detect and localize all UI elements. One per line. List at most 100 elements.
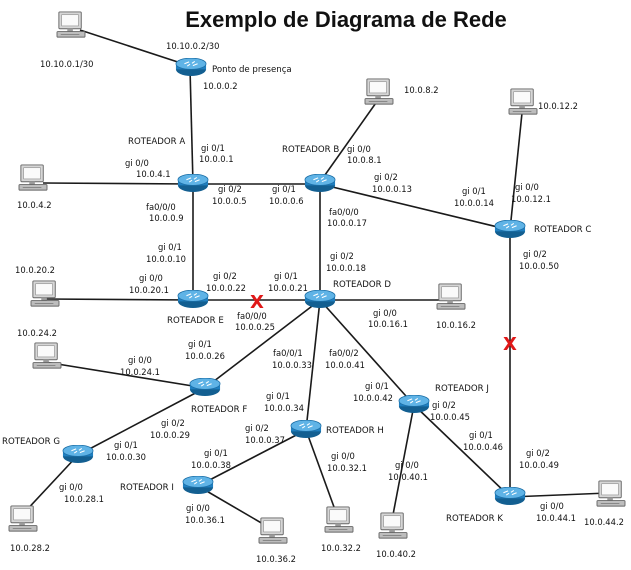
c-gi02-ip: 10.0.0.50 (519, 261, 559, 271)
f-gi00: gi 0/0 (128, 355, 152, 365)
i-gi01-ip: 10.0.0.38 (191, 460, 231, 470)
a-gi01: gi 0/1 (201, 143, 225, 153)
router-h-name: ROTEADOR H (326, 426, 384, 436)
e-gi01: gi 0/1 (158, 242, 182, 252)
h-gi01: gi 0/1 (266, 391, 290, 401)
pc-a-ip: 10.0.4.2 (17, 200, 52, 210)
k-gi00-ip: 10.0.44.1 (536, 513, 576, 523)
j-gi02-ip: 10.0.0.45 (430, 412, 470, 422)
interface-labels: 10.10.0.2/30 10.0.0.2 gi 0/1 10.0.0.1 gi… (59, 41, 576, 525)
router-pp-icon (175, 58, 207, 77)
g-gi00-ip: 10.0.28.1 (64, 494, 104, 504)
pc-b-icon (364, 78, 394, 105)
router-d-icon (304, 290, 336, 309)
link-d-h (305, 299, 321, 431)
link-b-c (319, 183, 511, 231)
pc-j-ip: 10.0.40.2 (376, 549, 416, 559)
k-gi00: gi 0/0 (540, 501, 564, 511)
d-gi02: gi 0/2 (330, 251, 354, 261)
pc-f-icon (32, 342, 62, 369)
router-j-name: ROTEADOR J (435, 384, 489, 394)
k-gi02: gi 0/2 (526, 448, 550, 458)
j-gi00-ip: 10.0.40.1 (388, 472, 428, 482)
router-i-name: ROTEADOR I (120, 483, 174, 493)
h-gi01-ip: 10.0.0.34 (264, 403, 304, 413)
e-fa: fa0/0/0 (237, 311, 267, 321)
a-fa: fa0/0/0 (146, 202, 176, 212)
e-fa-ip: 10.0.0.25 (235, 322, 275, 332)
failure-mark-e-d: X (250, 292, 264, 313)
router-k-name: ROTEADOR K (446, 514, 503, 524)
link-j-k (413, 404, 511, 498)
router-f-name: ROTEADOR F (191, 405, 247, 415)
router-g-icon (62, 445, 94, 464)
h-gi02: gi 0/2 (245, 423, 269, 433)
j-gi02: gi 0/2 (432, 400, 456, 410)
d-gi01: gi 0/1 (274, 271, 298, 281)
j-gi01-ip: 10.0.0.42 (353, 393, 393, 403)
pc-i-ip: 10.0.36.2 (256, 554, 296, 564)
pc-d-icon (436, 283, 466, 310)
i-gi00: gi 0/0 (186, 503, 210, 513)
pc-c-ip: 10.0.12.2 (538, 101, 578, 111)
router-pp-name: Ponto de presença (212, 65, 292, 75)
f-gi01-ip: 10.0.0.26 (185, 351, 225, 361)
k-gi02-ip: 10.0.0.49 (519, 460, 559, 470)
d-gi00: gi 0/0 (373, 308, 397, 318)
j-gi00: gi 0/0 (395, 460, 419, 470)
link-pc-e-e (44, 298, 194, 301)
h-gi00: gi 0/0 (331, 451, 355, 461)
pc-i-icon (258, 517, 288, 544)
d-fa02-ip: 10.0.0.41 (325, 360, 365, 370)
f-gi02-ip: 10.0.0.29 (150, 430, 190, 440)
f-gi00-ip: 10.0.24.1 (120, 367, 160, 377)
a-gi02-ip: 10.0.0.5 (212, 196, 247, 206)
link-k-pc-k (509, 492, 609, 498)
a-gi02: gi 0/2 (218, 184, 242, 194)
c-gi01: gi 0/1 (462, 186, 486, 196)
router-pp-top-ip: 10.10.0.2/30 (166, 41, 219, 51)
link-pc-top-pp (79, 29, 191, 67)
links (21, 29, 609, 529)
b-gi02-ip: 10.0.0.13 (372, 184, 412, 194)
router-names: Ponto de presença ROTEADOR A ROTEADOR B … (2, 65, 591, 524)
pc-k-icon (596, 480, 626, 507)
router-j-icon (398, 395, 430, 414)
pc-g-ip: 10.0.28.2 (10, 543, 50, 553)
pc-j-icon (378, 512, 408, 539)
pc-k-ip: 10.0.44.2 (584, 517, 624, 527)
b-fa-ip: 10.0.0.17 (327, 218, 367, 228)
a-gi00-ip: 10.0.4.1 (136, 169, 171, 179)
a-gi01-ip: 10.0.0.1 (199, 154, 234, 164)
g-gi00: gi 0/0 (59, 482, 83, 492)
d-fa01-ip: 10.0.0.33 (272, 360, 312, 370)
d-gi00-ip: 10.0.16.1 (368, 319, 408, 329)
diagram-title: Exemplo de Diagrama de Rede (185, 7, 507, 32)
e-gi01-ip: 10.0.0.10 (146, 254, 186, 264)
c-gi01-ip: 10.0.0.14 (454, 198, 494, 208)
routers (62, 58, 526, 506)
link-pc-c-c (509, 112, 523, 231)
a-gi00: gi 0/0 (125, 158, 149, 168)
router-a-icon (177, 174, 209, 193)
router-a-name: ROTEADOR A (128, 137, 185, 147)
pc-labels: 10.10.0.1/30 10.0.4.2 10.0.8.2 10.0.12.2… (10, 59, 624, 564)
failure-marks: X X (250, 292, 517, 355)
b-fa: fa0/0/0 (329, 207, 359, 217)
d-fa01: fa0/0/1 (273, 348, 303, 358)
c-gi02: gi 0/2 (523, 249, 547, 259)
c-gi00-ip: 10.0.12.1 (511, 194, 551, 204)
router-g-name: ROTEADOR G (2, 437, 60, 447)
e-gi00-ip: 10.0.20.1 (129, 285, 169, 295)
c-gi00: gi 0/0 (515, 182, 539, 192)
pc-c-icon (508, 88, 538, 115)
failure-mark-c-k: X (503, 334, 517, 355)
link-pc-a-a (42, 182, 194, 185)
pc-g-icon (8, 505, 38, 532)
link-i-pc-i (197, 485, 271, 529)
link-pp-a (189, 67, 194, 185)
b-gi01-ip: 10.0.0.6 (269, 196, 304, 206)
link-h-pc-h (305, 429, 339, 519)
e-gi02-ip: 10.0.0.22 (206, 283, 246, 293)
